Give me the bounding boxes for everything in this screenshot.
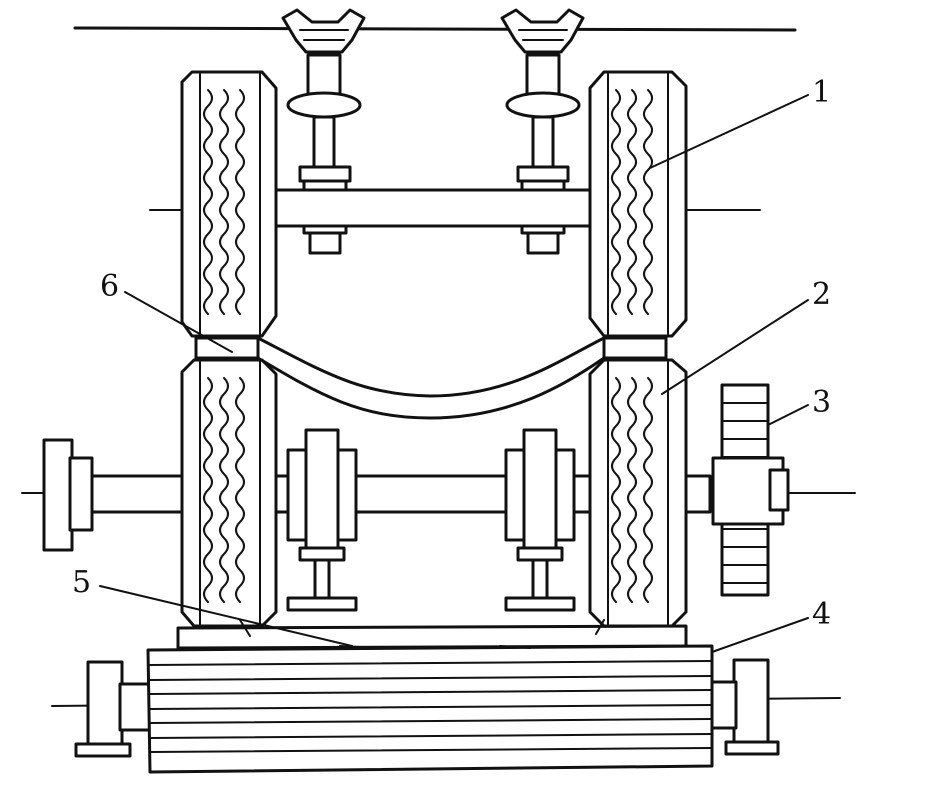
leader-lines [99, 94, 809, 653]
callout-4: 4 [812, 597, 831, 632]
callout-3: 3 [812, 385, 831, 420]
left-handwheel [42, 438, 94, 552]
leader-5 [99, 585, 353, 647]
leader-2 [661, 299, 809, 395]
leader-6 [124, 291, 233, 353]
leader-3 [767, 404, 809, 426]
lower-bearing-left [286, 428, 358, 612]
callout-5: 5 [72, 565, 91, 600]
drive-gear [711, 383, 790, 597]
conveyor-roller [51, 619, 841, 774]
top-rail [73, 26, 797, 32]
sagging-strip [194, 336, 668, 420]
callout-6: 6 [100, 269, 119, 304]
upper-shaft [149, 188, 761, 228]
lower-right-tire [588, 358, 688, 628]
callout-2: 2 [812, 277, 831, 312]
lower-left-tire [180, 358, 278, 628]
leader-1 [649, 94, 809, 169]
lower-bearing-right [504, 428, 576, 612]
callout-1: 1 [812, 75, 831, 110]
leader-4 [711, 617, 809, 653]
upper-right-tire [588, 70, 688, 338]
upper-left-tire [180, 70, 278, 338]
upper-hanger-left [281, 8, 366, 255]
